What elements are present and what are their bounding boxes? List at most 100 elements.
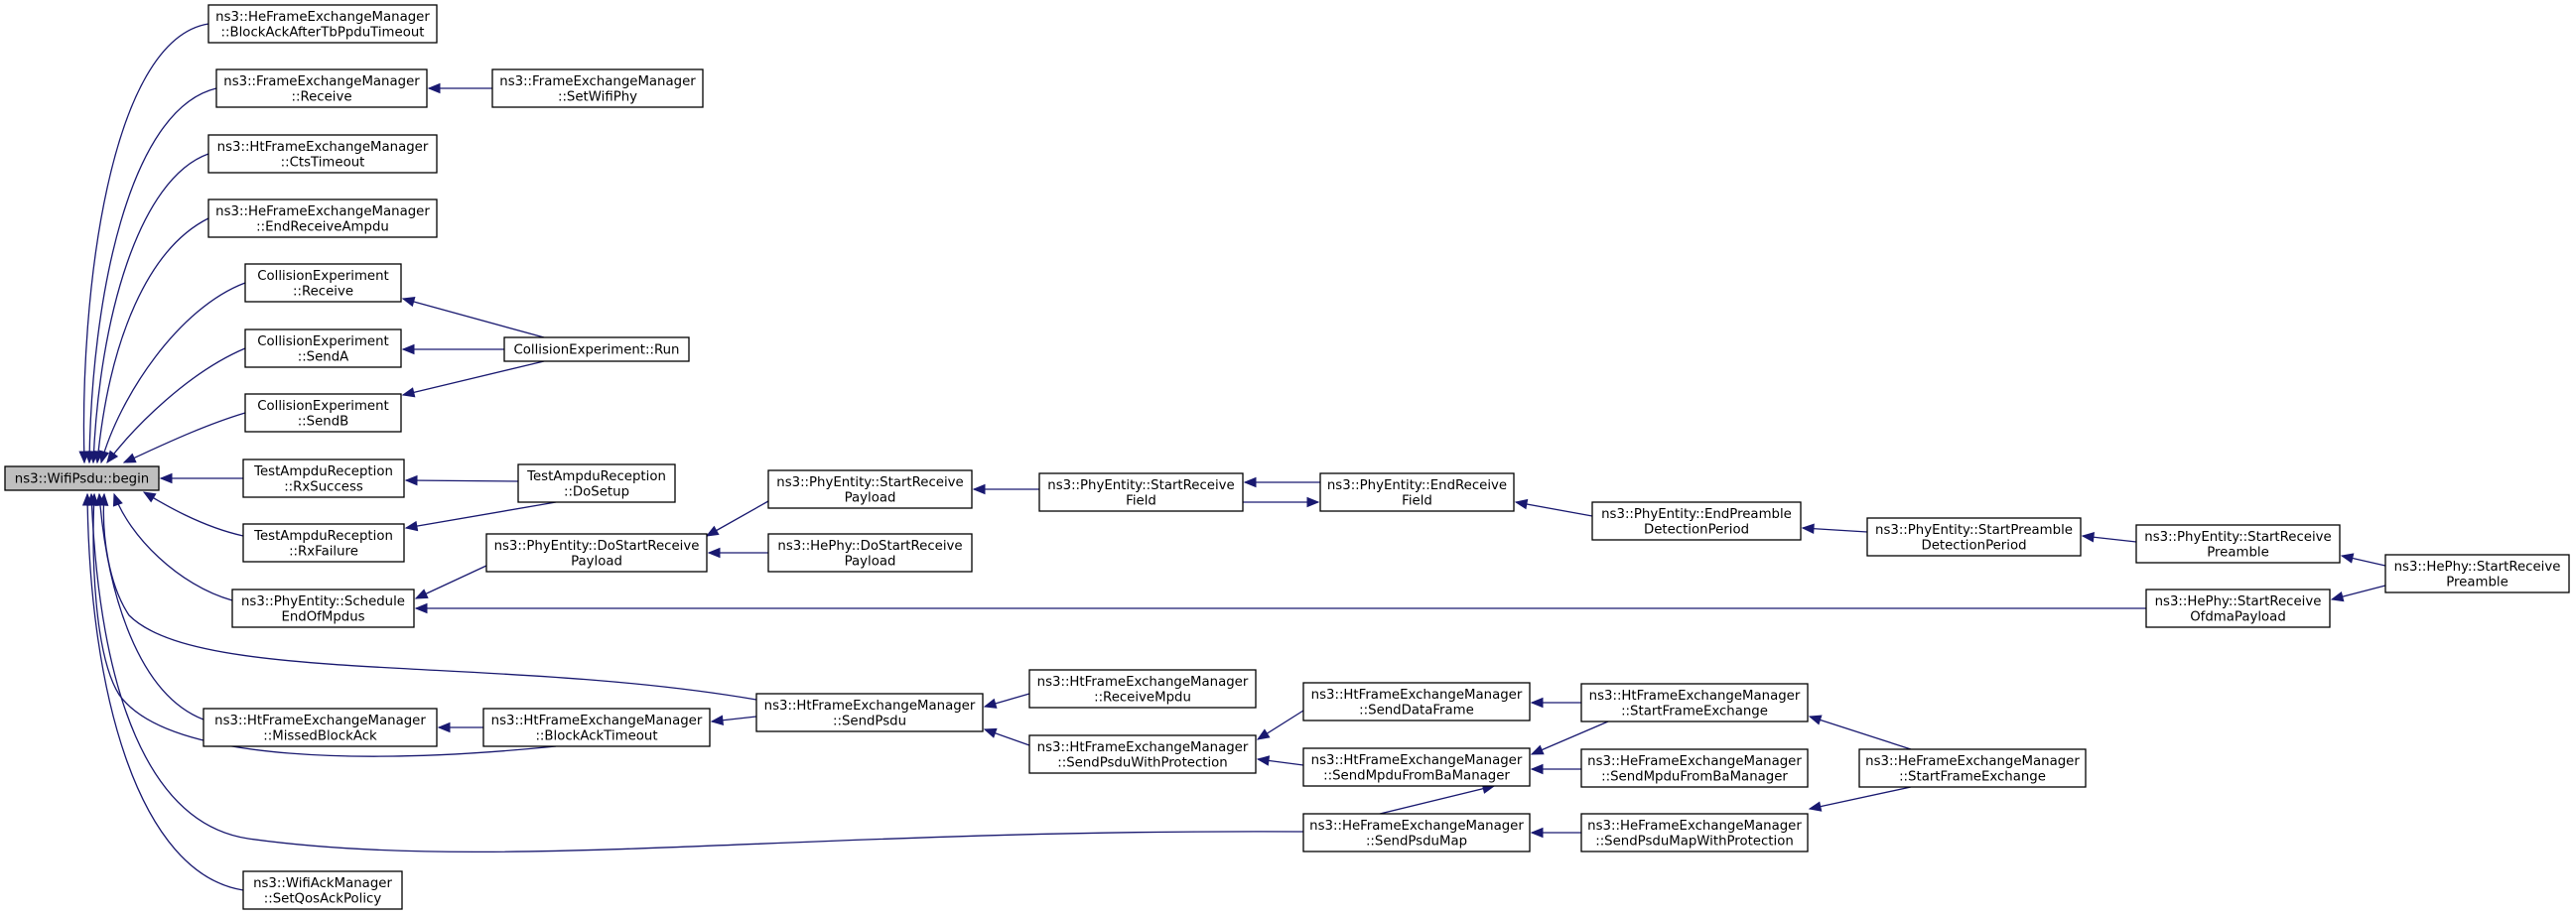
node-label: ::SendMpduFromBaManager xyxy=(1601,769,1788,784)
edge-line xyxy=(1809,716,1912,750)
node-label: ::SendDataFrame xyxy=(1359,703,1474,718)
edge-arrowhead xyxy=(983,727,998,738)
node-he_sendmpduba[interactable]: ns3::HeFrameExchangeManager::SendMpduFro… xyxy=(1580,748,1809,788)
edge-arrowhead xyxy=(983,698,998,709)
edge-line xyxy=(92,493,557,757)
node-label: ns3::HeFrameExchangeManager xyxy=(215,10,430,25)
node-label: ::SendMpduFromBaManager xyxy=(1323,768,1510,783)
node-ht_sendmpduba[interactable]: ns3::HtFrameExchangeManager::SendMpduFro… xyxy=(1302,747,1531,787)
node-box xyxy=(767,469,973,509)
node-ht_recvmpdu[interactable]: ns3::HtFrameExchangeManager::ReceiveMpdu xyxy=(1028,669,1257,709)
node-label: ::SendPsdu xyxy=(833,714,906,728)
node-label: ns3::HtFrameExchangeManager xyxy=(1311,688,1523,703)
node-he_bapto[interactable]: ns3::HeFrameExchangeManager::BlockAckAft… xyxy=(207,4,438,44)
node-box xyxy=(244,263,402,303)
node-tar_setup[interactable]: TestAmpduReception::DoSetup xyxy=(517,463,676,503)
node-root[interactable]: ns3::WifiPsdu::begin xyxy=(4,465,160,491)
node-label: ::MissedBlockAck xyxy=(263,728,377,743)
node-label: ::SendA xyxy=(298,349,349,364)
node-box xyxy=(207,4,438,44)
edge-arrowhead xyxy=(707,547,721,559)
node-label: ns3::HePhy::StartReceive xyxy=(2155,594,2322,609)
node-ht_missed[interactable]: ns3::HtFrameExchangeManager::MissedBlock… xyxy=(203,708,438,747)
edge-line xyxy=(113,493,233,601)
edge-arrowhead xyxy=(2340,553,2355,564)
node-label: ::CtsTimeout xyxy=(281,155,365,170)
node-pe_endpre[interactable]: ns3::PhyEntity::EndPreambleDetectionPeri… xyxy=(1591,501,1802,541)
node-tar_succ[interactable]: TestAmpduReception::RxSuccess xyxy=(242,458,405,498)
node-label: CollisionExperiment xyxy=(257,399,389,414)
edge-ht_recvmpdu-to-ht_sendpsdu xyxy=(983,693,1030,709)
node-box xyxy=(1028,734,1257,774)
node-he_sendpsdumapprot[interactable]: ns3::HeFrameExchangeManager::SendPsduMap… xyxy=(1580,813,1809,852)
node-pe_startpre[interactable]: ns3::PhyEntity::StartPreambleDetectionPe… xyxy=(1866,517,2082,557)
node-label: ::BlockAckTimeout xyxy=(535,728,657,743)
node-he_sendpsdumap[interactable]: ns3::HeFrameExchangeManager::SendPsduMap xyxy=(1302,813,1531,852)
edge-tar_succ-to-root xyxy=(159,472,243,484)
edge-ht_sendpsdu-to-ht_bato xyxy=(710,715,757,725)
node-fem_recv[interactable]: ns3::FrameExchangeManager::Receive xyxy=(215,68,428,108)
edge-line xyxy=(1515,501,1593,517)
edge-arrowhead xyxy=(414,589,429,599)
edge-he_startfe-to-ht_startfe xyxy=(1808,715,1912,750)
node-wam_qos[interactable]: ns3::WifiAckManager::SetQosAckPolicy xyxy=(242,870,403,910)
edge-arrowhead xyxy=(1530,744,1545,755)
node-ce_run[interactable]: CollisionExperiment::Run xyxy=(503,336,690,362)
edge-line xyxy=(86,493,244,891)
node-fem_setphy[interactable]: ns3::FrameExchangeManager::SetWifiPhy xyxy=(491,68,704,108)
node-label: ::SetQosAckPolicy xyxy=(264,891,382,906)
edge-line xyxy=(143,491,244,537)
edge-pe_startpay-to-pe_dostart xyxy=(705,500,769,537)
node-label: CollisionExperiment::Run xyxy=(514,343,680,358)
edge-ht_senddata-to-ht_sendprot xyxy=(1256,710,1304,740)
node-label: Preamble xyxy=(2207,545,2269,560)
node-label: DetectionPeriod xyxy=(1644,522,1749,537)
edge-he_startfe-to-he_sendpsdumapprot xyxy=(1808,786,1912,812)
node-ht_sendprot[interactable]: ns3::HtFrameExchangeManager::SendPsduWit… xyxy=(1028,734,1257,774)
edge-ht_sendpsdu-to-root xyxy=(97,492,757,701)
node-box xyxy=(1580,748,1809,788)
node-label: ns3::WifiAckManager xyxy=(253,876,392,891)
node-label: ns3::HeFrameExchangeManager xyxy=(1865,754,2080,769)
edge-line xyxy=(102,493,757,701)
node-label: ns3::PhyEntity::StartReceive xyxy=(776,475,963,490)
node-box xyxy=(1302,813,1531,852)
node-ht_bato[interactable]: ns3::HtFrameExchangeManager::BlockAckTim… xyxy=(482,708,711,747)
node-ht_sendpsdu[interactable]: ns3::HtFrameExchangeManager::SendPsdu xyxy=(755,693,984,732)
node-he_startfe[interactable]: ns3::HeFrameExchangeManager::StartFrameE… xyxy=(1858,748,2087,788)
node-ht_senddata[interactable]: ns3::HtFrameExchangeManager::SendDataFra… xyxy=(1302,682,1531,721)
edge-tar_setup-to-tar_succ xyxy=(404,474,519,486)
edge-line xyxy=(92,153,209,463)
edge-arrowhead xyxy=(972,483,986,495)
node-ht_startfe[interactable]: ns3::HtFrameExchangeManager::StartFrameE… xyxy=(1580,683,1809,722)
node-label: ::StartFrameExchange xyxy=(1621,704,1768,719)
edge-line xyxy=(1809,786,1912,810)
node-box xyxy=(1580,813,1809,852)
node-ce_recv[interactable]: CollisionExperiment::Receive xyxy=(244,263,402,303)
edge-ht_sendprot-to-ht_sendpsdu xyxy=(983,727,1030,746)
node-label: ns3::HtFrameExchangeManager xyxy=(764,699,976,714)
node-ce_sendb[interactable]: CollisionExperiment::SendB xyxy=(244,393,402,433)
edge-arrowhead xyxy=(1514,498,1529,510)
node-layer: ns3::WifiPsdu::beginns3::HeFrameExchange… xyxy=(4,4,2570,910)
edge-ht_startfe-to-ht_senddata xyxy=(1530,697,1581,709)
edge-line xyxy=(402,298,545,338)
node-he_endampdu[interactable]: ns3::HeFrameExchangeManager::EndReceiveA… xyxy=(207,198,438,238)
edge-ht_missed-to-root xyxy=(94,492,204,720)
node-label: ns3::HeFrameExchangeManager xyxy=(1587,754,1802,769)
node-label: ns3::PhyEntity::EndPreamble xyxy=(1601,507,1792,522)
node-tar_fail[interactable]: TestAmpduReception::RxFailure xyxy=(242,523,405,563)
node-ht_cts[interactable]: ns3::HtFrameExchangeManager::CtsTimeout xyxy=(207,134,438,174)
node-ce_senda[interactable]: CollisionExperiment::SendA xyxy=(244,328,402,368)
node-label: ::SendPsduMapWithProtection xyxy=(1595,834,1794,849)
node-label: Field xyxy=(1402,493,1432,508)
